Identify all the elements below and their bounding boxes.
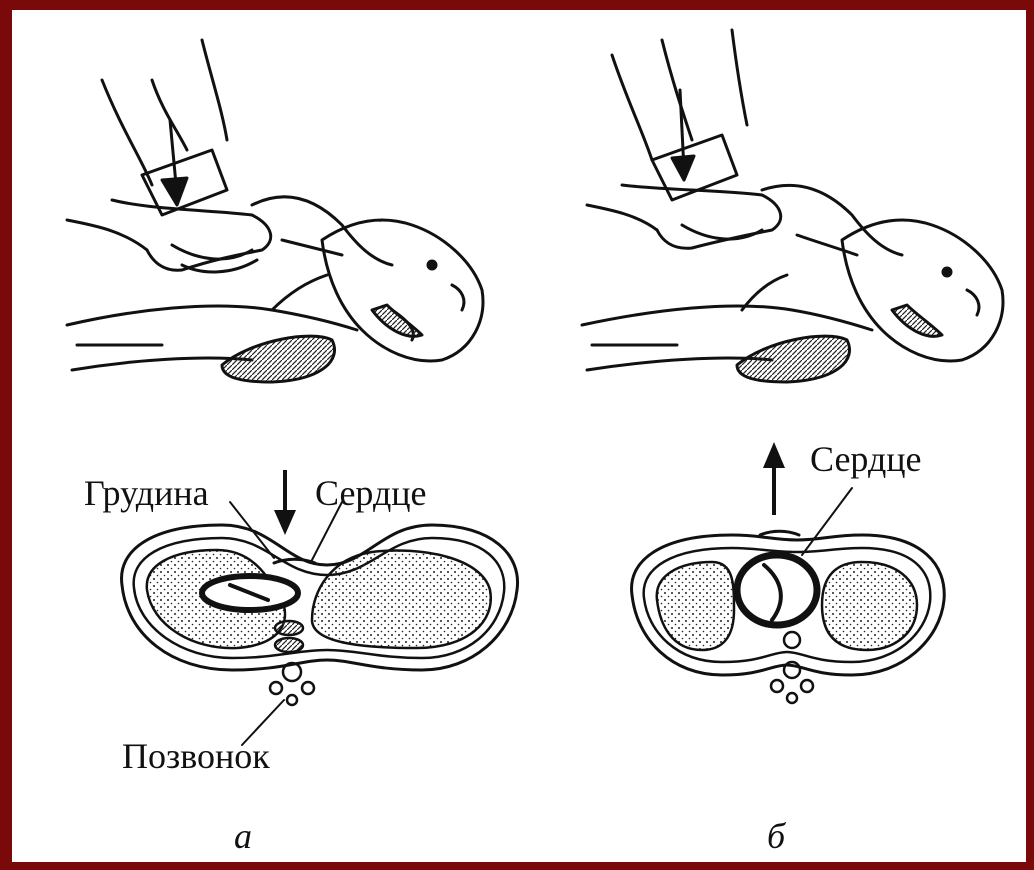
vertebra-label-a: Позвонок [122,735,270,777]
heart-label-b: Сердце [810,438,922,480]
caption-a: а [234,815,252,857]
figure-frame: Грудина Сердце Позвонок а Сердце б [12,10,1026,862]
cpr-figure-a [67,40,483,382]
sternum-label-a: Грудина [84,472,209,514]
up-arrow [763,442,785,515]
cross-section-a [122,502,518,745]
cpr-figure-b [582,30,1003,382]
heart-label-a: Сердце [315,472,427,514]
down-arrow [274,470,296,535]
cross-section-b [632,488,945,703]
caption-b: б [767,815,785,857]
